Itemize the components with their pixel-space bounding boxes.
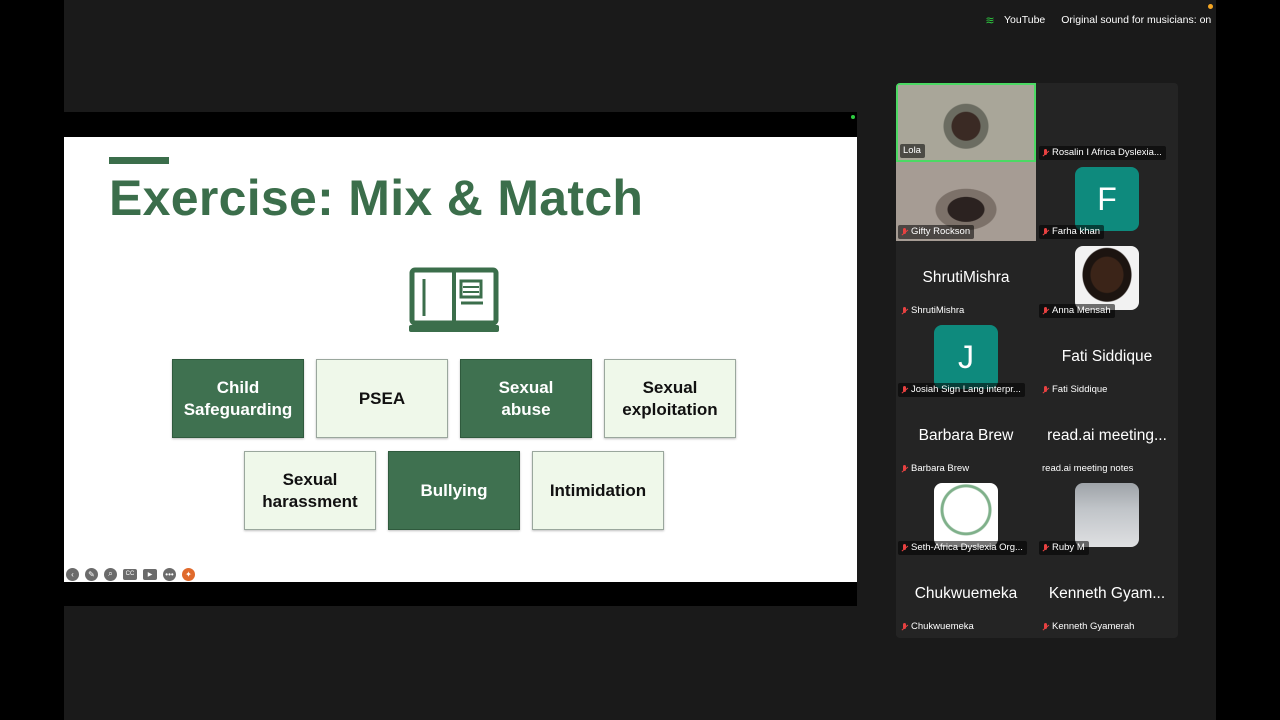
audio-status-bar: ≋ YouTube Original sound for musicians: … — [982, 4, 1213, 30]
participant-tile-rosalin-i-africa-dyslexia[interactable]: Rosalin I Africa Dyslexia... — [1037, 83, 1177, 162]
avatar-photo — [1075, 483, 1139, 547]
participant-name-label: Kenneth Gyamerah — [1039, 620, 1138, 634]
participant-display-name: Chukwuemeka — [914, 585, 1018, 602]
book-icon — [409, 267, 499, 332]
participant-name-label: Lola — [900, 144, 925, 158]
participant-name-label: Fati Siddique — [1039, 383, 1111, 397]
slide-toolbar: ‹ ✎ ⌕ CC ▶ ••• ✦ — [66, 566, 195, 582]
avatar-photo — [1075, 246, 1139, 310]
participant-tile-ruby-m[interactable]: Ruby M — [1037, 478, 1177, 557]
slide-title: Exercise: Mix & Match — [109, 170, 644, 226]
participant-tile-seth-africa-dyslexia-org[interactable]: Seth-Africa Dyslexia Org... — [896, 478, 1036, 557]
muted-mic-icon — [1042, 227, 1049, 237]
participant-name-label: Chukwuemeka — [898, 620, 978, 634]
muted-mic-icon — [1042, 385, 1049, 395]
more-icon[interactable]: ••• — [163, 567, 176, 581]
camera-icon[interactable]: ▶ — [143, 568, 157, 580]
participant-name: Gifty Rockson — [911, 226, 971, 237]
participant-name: Rosalin I Africa Dyslexia... — [1052, 147, 1162, 158]
participant-name-label: Josiah Sign Lang interpr... — [898, 383, 1025, 397]
participant-tile-read-ai-meeting-notes[interactable]: read.ai meeting... read.ai meeting notes — [1037, 399, 1177, 478]
participant-name-label: Seth-Africa Dyslexia Org... — [898, 541, 1027, 555]
back-arrow-icon[interactable]: ‹ — [66, 567, 79, 581]
captions-icon[interactable]: CC — [123, 568, 137, 580]
participant-name-label: Farha khan — [1039, 225, 1105, 239]
participant-name: Chukwuemeka — [911, 621, 974, 632]
app-label: YouTube — [1004, 14, 1046, 26]
avatar-photo — [1075, 88, 1139, 152]
participant-tile-kenneth-gyamerah[interactable]: Kenneth Gyam... Kenneth Gyamerah — [1037, 557, 1177, 636]
participant-name: Ruby M — [1052, 542, 1085, 553]
annotate-icon[interactable]: ✦ — [182, 567, 195, 581]
participant-name: read.ai meeting notes — [1042, 463, 1134, 474]
match-card: PSEA — [316, 359, 448, 438]
participant-name-label: ShrutiMishra — [898, 304, 968, 318]
participant-tile-gifty-rockson[interactable]: Gifty Rockson — [896, 162, 1036, 241]
avatar-initial: J — [934, 325, 998, 389]
muted-mic-icon — [901, 464, 908, 474]
participant-name: Kenneth Gyamerah — [1052, 621, 1135, 632]
participant-name: Fati Siddique — [1052, 384, 1108, 395]
participant-name: ShrutiMishra — [911, 305, 965, 316]
participant-display-name: Kenneth Gyam... — [1048, 585, 1166, 602]
muted-mic-icon — [1042, 543, 1049, 553]
avatar-photo — [934, 483, 998, 547]
participant-name-label: Anna Mensah — [1039, 304, 1115, 318]
share-indicator-icon — [851, 115, 855, 119]
pen-icon[interactable]: ✎ — [85, 567, 98, 581]
signal-icon: ≋ — [985, 14, 995, 27]
participant-name: Josiah Sign Lang interpr... — [911, 384, 1021, 395]
participant-name: Seth-Africa Dyslexia Org... — [911, 542, 1023, 553]
muted-mic-icon — [1042, 306, 1049, 316]
muted-mic-icon — [901, 227, 908, 237]
title-accent-bar — [109, 157, 169, 164]
participant-tile-anna-mensah[interactable]: Anna Mensah — [1037, 241, 1177, 320]
participant-display-name: ShrutiMishra — [922, 269, 1010, 286]
zoom-icon[interactable]: ⌕ — [104, 567, 117, 581]
avatar-initial: F — [1075, 167, 1139, 231]
participant-name-label: Ruby M — [1039, 541, 1089, 555]
participant-name: Anna Mensah — [1052, 305, 1111, 316]
left-letterbox — [0, 0, 64, 720]
muted-mic-icon — [901, 622, 908, 632]
participant-display-name: read.ai meeting... — [1047, 427, 1167, 444]
right-letterbox — [1216, 0, 1280, 720]
muted-mic-icon — [901, 543, 908, 553]
participant-name: Barbara Brew — [911, 463, 970, 474]
participant-name: Farha khan — [1052, 226, 1101, 237]
participant-name-label: Barbara Brew — [898, 462, 973, 476]
participant-name-label: Gifty Rockson — [898, 225, 975, 239]
participant-tile-lola[interactable]: Lola — [896, 83, 1036, 162]
participant-name-label: Rosalin I Africa Dyslexia... — [1039, 146, 1166, 160]
muted-mic-icon — [1042, 148, 1049, 158]
muted-mic-icon — [901, 385, 908, 395]
muted-mic-icon — [901, 306, 908, 316]
participant-gallery: Lola Rosalin I Africa Dyslexia... Gifty Ro… — [896, 83, 1178, 638]
match-card: Bullying — [388, 451, 520, 530]
recording-dot-icon — [1208, 4, 1213, 9]
participant-display-name: Barbara Brew — [918, 427, 1014, 444]
participant-name: Lola — [903, 145, 921, 156]
match-card: Intimidation — [532, 451, 664, 530]
participant-name-label: read.ai meeting notes — [1039, 462, 1137, 476]
muted-mic-icon — [1042, 622, 1049, 632]
original-sound-label[interactable]: Original sound for musicians: on — [1061, 14, 1212, 26]
participant-display-name: Fati Siddique — [1061, 348, 1153, 365]
